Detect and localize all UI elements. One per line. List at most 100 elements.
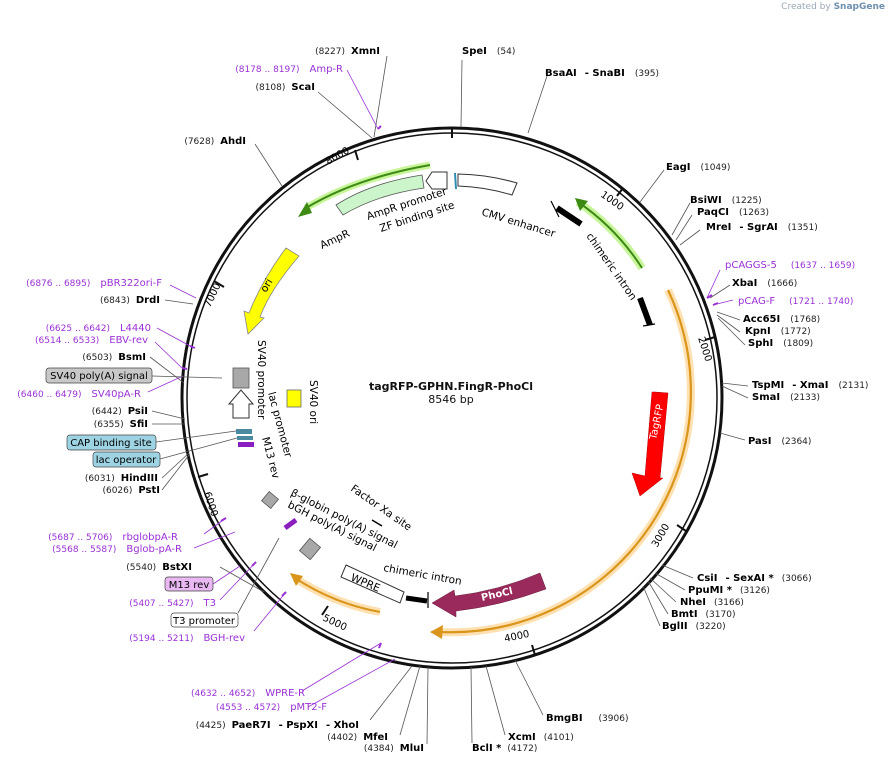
zf-binding-site-feature xyxy=(454,172,457,190)
primer-pcaggs5-label: pCAGGS-5(1637 .. 1659) xyxy=(725,260,855,271)
enzyme-ahdi-label: (7628)AhdI xyxy=(184,136,246,147)
enzyme-bglii-label: BglII(3220) xyxy=(662,621,726,632)
tick-8000: 8000 xyxy=(324,145,352,167)
enzyme-xmni-label: (8227)XmnI xyxy=(315,46,380,57)
sv40-ori-feature xyxy=(286,389,302,408)
primer-bghrev-label: (5194 .. 5211)BGH-rev xyxy=(129,633,245,644)
enzyme-bcli-label: BclI *(4172) xyxy=(472,743,537,754)
enzyme-bsaai-label: BsaAI- SnaBI(395) xyxy=(545,68,659,79)
factor-xa-mark xyxy=(371,519,383,527)
tick-1000: 1000 xyxy=(598,189,625,213)
chimeric-intron-1-label: chimeric intron xyxy=(584,231,639,303)
t3-promoter-box-label: T3 promoter xyxy=(172,616,236,627)
plasmid-name: tagRFP-GPHN.FingR-PhoCl xyxy=(369,380,533,393)
tick-4000: 4000 xyxy=(503,629,530,645)
snapgene-logo: SnapGene xyxy=(833,2,885,12)
enzyme-bsiwi-label: BsiWI(1225) xyxy=(690,195,762,206)
primer-pmt2f-label: (4553 .. 4572)pMT2-F xyxy=(216,702,327,713)
enzyme-sphi-label: SphI(1809) xyxy=(748,338,813,349)
sv40-polya-feature xyxy=(232,367,250,389)
cmv-enhancer-arc xyxy=(577,201,643,269)
chimeric-intron-1-bar2 xyxy=(637,296,653,327)
cmv-enhancer-feature xyxy=(457,173,518,196)
ori-label: ori xyxy=(258,277,275,295)
phocl-feature xyxy=(431,572,547,618)
bgh-small-mark xyxy=(283,517,298,531)
m13rev-feature xyxy=(238,442,254,447)
sv40-ori-label: SV40 ori xyxy=(307,380,319,424)
primer-amp-r-label: (8178 .. 8197)Amp-R xyxy=(235,64,343,75)
primer-l4440-label: (6625 .. 6642)L4440 xyxy=(46,323,151,334)
enzyme-eagi-label: EagI(1049) xyxy=(666,162,730,173)
enzyme-csii-label: CsiI- SexAI *(3066) xyxy=(697,573,812,584)
enzyme-smai-label: SmaI(2133) xyxy=(752,392,820,403)
tagrfp-feature xyxy=(631,391,669,497)
enzyme-psii-label: (6442)PsiI xyxy=(92,406,148,417)
primer-bglob-label: (5568 .. 5587)Bglob-pA-R xyxy=(52,544,182,555)
sv40-polya-box-label: SV40 poly(A) signal xyxy=(50,371,148,382)
enzyme-xcmi-label: XcmI(4101) xyxy=(508,732,574,743)
enzyme-hindiii-label: (6031)HindIII xyxy=(85,473,158,484)
primer-t3-label: (5407 .. 5427)T3 xyxy=(129,598,216,609)
primer-pcagf-label: pCAG-F(1721 .. 1740) xyxy=(738,296,853,307)
cmv-enhancer-label: CMV enhancer xyxy=(480,206,557,240)
cag-promoter-arrowhead xyxy=(430,625,443,639)
enzyme-paer7i-label: (4425)PaeR7I- PspXI- XhoI xyxy=(196,720,359,731)
boxed-sv40polya: SV40 poly(A) signal xyxy=(45,367,223,384)
enzyme-mrei-label: MreI- SgrAI(1351) xyxy=(706,222,818,233)
boxed-lacop: lac operator xyxy=(92,437,238,468)
chimeric-intron-1-start xyxy=(550,200,560,218)
enzyme-mlui-label: (4384)MluI xyxy=(364,743,424,754)
lower-promoter-arc xyxy=(294,577,381,613)
boxed-m13rev: M13 rev xyxy=(164,565,241,592)
enzyme-xbai-label: XbaI(1666) xyxy=(732,278,797,289)
chimeric-intron-2-bar xyxy=(405,595,428,604)
enzyme-tspmi-label: TspMI- XmaI(2131) xyxy=(752,380,868,391)
enzyme-drdi-label: (6843)DrdI xyxy=(100,295,160,306)
lac-operator-feature xyxy=(237,436,253,440)
enzyme-paqci-label: PaqCI(1263) xyxy=(697,207,769,218)
enzyme-acc65i-label: Acc65I(1768) xyxy=(743,314,820,325)
cap-site-box-label: CAP binding site xyxy=(70,438,152,449)
ampr-arc xyxy=(305,164,431,209)
m13rev-box-label: M13 rev xyxy=(169,580,210,591)
primer-rbglob-label: (5687 .. 5706)rbglobpA-R xyxy=(48,532,178,543)
primer-pbr322-label: (6876 .. 6895)pBR322ori-F xyxy=(26,278,162,289)
plasmid-size: 8546 bp xyxy=(428,393,473,406)
enzyme-ppumi-label: PpuMI *(3126) xyxy=(688,585,770,596)
lac-operator-box-label: lac operator xyxy=(96,455,157,466)
lower-promoter-arrowhead xyxy=(290,573,303,586)
primer-sv40par-label: (6460 .. 6479)SV40pA-R xyxy=(17,389,141,400)
enzyme-sfii-label: (6355)SfiI xyxy=(94,419,148,430)
tick-marks xyxy=(197,127,716,656)
chimeric-intron-1-bar xyxy=(555,205,583,227)
enzyme-bmti-label: BmtI(3170) xyxy=(671,609,735,620)
watermark-created-by: Created by xyxy=(781,2,831,12)
watermark: Created by SnapGene xyxy=(781,2,885,12)
enzyme-kpni-label: KpnI(1772) xyxy=(745,326,811,337)
primer-marks xyxy=(181,125,719,649)
enzyme-bsmi-label: (6503)BsmI xyxy=(82,352,146,363)
sv40-promoter-feature xyxy=(227,389,255,419)
chimeric-intron-2-label: chimeric intron xyxy=(382,562,462,588)
cmv-enhancer-arrowhead xyxy=(575,198,588,211)
primer-ebvrev-label: (6514 .. 6533)EBV-rev xyxy=(35,335,148,346)
enzyme-mfei-label: (4402)MfeI xyxy=(327,732,388,743)
enzyme-spei-label: SpeI(54) xyxy=(462,46,515,57)
enzyme-scai-label: (8108)ScaI xyxy=(255,82,315,93)
enzyme-bmgbi-label: BmgBI(3906) xyxy=(546,713,628,724)
sv40-promoter-label: SV40 promoter xyxy=(255,340,267,420)
wpre-feature xyxy=(340,564,405,604)
enzyme-bstxi-label: (5540)BstXI xyxy=(126,562,192,573)
primer-wprer-label: (4632 .. 4652)WPRE-R xyxy=(191,688,305,699)
enzyme-nhei-label: NheI(3166) xyxy=(680,597,744,608)
cag-promoter-arc xyxy=(439,289,692,634)
primer-leaders xyxy=(147,69,734,708)
cap-site-feature xyxy=(236,429,252,434)
ampr-feature xyxy=(335,174,425,216)
ampr-label: AmpR xyxy=(318,228,352,252)
beta-globin-feature xyxy=(260,490,280,510)
chimeric-intron-1-end xyxy=(642,323,656,327)
enzyme-psti-label: (6026)PstI xyxy=(102,485,160,496)
